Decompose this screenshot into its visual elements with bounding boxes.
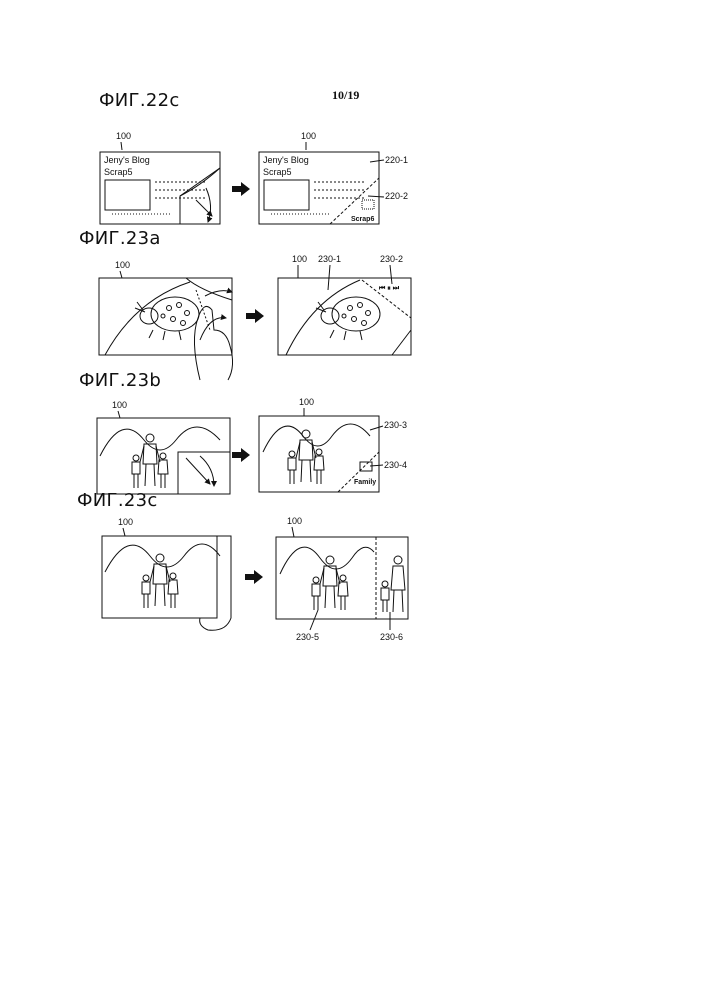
- ref-100-22c-left: 100: [116, 131, 131, 141]
- folder-family-label: Family: [354, 479, 376, 486]
- ref-100-23a-left: 100: [115, 260, 130, 270]
- label-230-4: 230-4: [384, 460, 407, 470]
- label-220-2: 220-2: [385, 191, 408, 201]
- label-230-2: 230-2: [380, 254, 403, 264]
- ref-100-22c-right: 100: [301, 131, 316, 141]
- screen-23c-left: [102, 536, 217, 618]
- figure-23a: 100 100 230-1 230-2 ⏮ ⏸ ⏭: [99, 254, 411, 380]
- label-230-5: 230-5: [296, 632, 319, 642]
- figure-22c: 100 Jeny's Blog Scrap5 100 Jeny's Blog S…: [100, 131, 408, 224]
- ref-100-23b-left: 100: [112, 400, 127, 410]
- screen-23c-right: [276, 537, 408, 619]
- screen-23b-left: [97, 418, 230, 494]
- figure-23c: 100 100 230-5 230-6: [102, 516, 408, 642]
- scrap6-label: Scrap6: [351, 216, 374, 223]
- ref-100-23c-right: 100: [287, 516, 302, 526]
- ref-100-23c-left: 100: [118, 517, 133, 527]
- scrap-label-right: Scrap5: [263, 167, 292, 177]
- ref-100-23b-right: 100: [299, 397, 314, 407]
- media-controls: ⏮ ⏸ ⏭: [379, 285, 400, 292]
- label-230-6: 230-6: [380, 632, 403, 642]
- blog-title-left: Jeny's Blog: [104, 155, 150, 165]
- ref-100-23a-right: 100: [292, 254, 307, 264]
- label-220-1: 220-1: [385, 155, 408, 165]
- figure-23b: 100 100 Family 230-3 230-4: [97, 397, 407, 494]
- label-230-1: 230-1: [318, 254, 341, 264]
- blog-title-right: Jeny's Blog: [263, 155, 309, 165]
- scrap-label-left: Scrap5: [104, 167, 133, 177]
- screen-23a-left: [99, 278, 232, 355]
- label-230-3: 230-3: [384, 420, 407, 430]
